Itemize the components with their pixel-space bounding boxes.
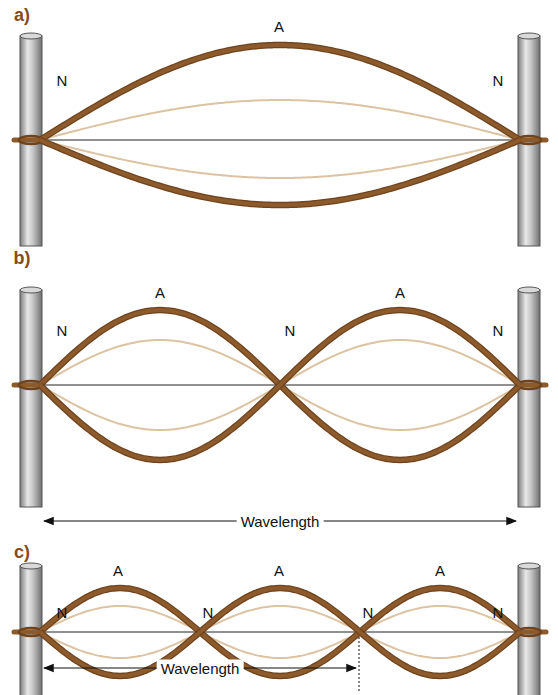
node-antinode-label: N: [363, 605, 374, 620]
rope-panel: [14, 33, 546, 246]
rope: [40, 310, 520, 460]
rope: [40, 45, 520, 140]
intermediate-position: [40, 606, 520, 658]
node-antinode-label: A: [113, 563, 123, 578]
node-antinode-label: N: [493, 323, 504, 338]
rope-outline: [40, 588, 520, 676]
pole-top: [518, 287, 540, 293]
node-antinode-label: N: [493, 605, 504, 620]
rest-line: [40, 140, 520, 141]
pole: [20, 290, 42, 507]
rope-outline: [40, 140, 520, 205]
rope: [40, 588, 520, 676]
panel-letter: b): [14, 249, 31, 267]
rope: [40, 588, 520, 676]
node-antinode-label: N: [57, 605, 68, 620]
rope: [40, 140, 520, 205]
node-antinode-label: A: [155, 285, 165, 300]
dimension-label: Wavelength: [157, 660, 244, 677]
node-antinode-label: A: [395, 285, 405, 300]
rope-outline: [40, 310, 520, 460]
node-antinode-label: N: [203, 605, 214, 620]
rope-outline: [40, 588, 520, 676]
node-antinode-label: A: [274, 563, 284, 578]
dimension-label: Wavelength: [237, 513, 324, 530]
rest-line: [40, 632, 520, 633]
pole-top: [20, 287, 42, 293]
pole: [518, 290, 540, 507]
node-antinode-label: A: [435, 563, 445, 578]
pole-top: [20, 33, 42, 39]
node-antinode-label: N: [493, 73, 504, 88]
node-antinode-label: N: [285, 323, 296, 338]
node-antinode-label: N: [57, 323, 68, 338]
rope-panel: [14, 287, 546, 507]
rope-outline: [40, 310, 520, 460]
wavelength-marker: [359, 637, 360, 692]
intermediate-position: [40, 606, 520, 658]
rope: [40, 310, 520, 460]
node-antinode-label: N: [57, 73, 68, 88]
intermediate-position: [40, 100, 520, 140]
rope-panel: [14, 563, 546, 695]
rope-outline: [40, 45, 520, 140]
panel-letter: c): [14, 543, 30, 561]
pole-top: [518, 33, 540, 39]
node-antinode-label: A: [274, 19, 284, 34]
pole-top: [518, 563, 540, 569]
panel-letter: a): [14, 6, 30, 24]
pole-top: [20, 563, 42, 569]
